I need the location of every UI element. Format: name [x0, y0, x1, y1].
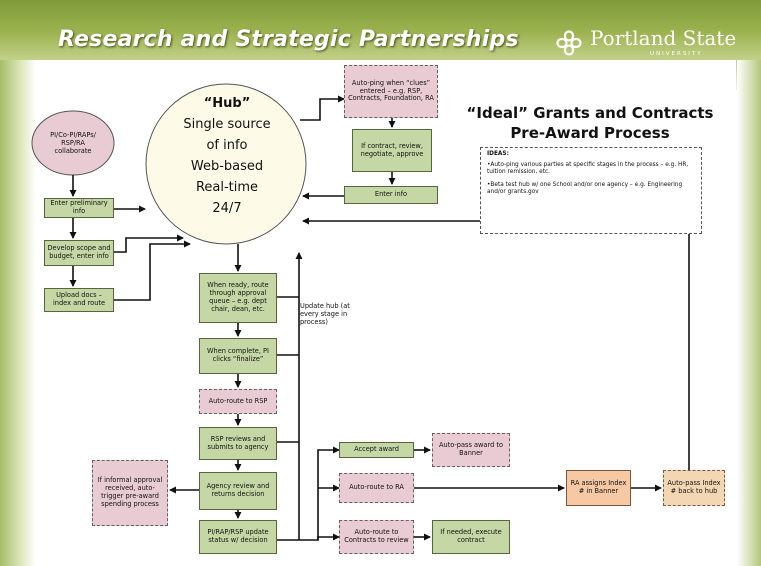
- node-auto-route-contracts: Auto-route to Contracts to review: [339, 520, 414, 554]
- node-update-status: PI/RAP/RSP update status w/ decision: [199, 520, 277, 554]
- node-informal-approval: If informal approval received, auto-trig…: [92, 460, 168, 526]
- process-title: “Ideal” Grants and Contracts Pre-Award P…: [440, 103, 740, 143]
- node-enter-preliminary-info: Enter preliminary info: [44, 198, 114, 218]
- hub-circle: [145, 83, 307, 245]
- node-when-ready: When ready, route through approval queue…: [199, 273, 277, 323]
- node-upload-docs: Upload docs – index and route: [44, 288, 114, 312]
- logo-subtitle: UNIVERSITY: [650, 51, 703, 57]
- node-accept-award: Accept award: [339, 442, 414, 458]
- node-ra-assigns: RA assigns Index # in Banner: [566, 470, 631, 506]
- hub-text: “Hub” Single source of info Web-based Re…: [152, 90, 302, 216]
- node-auto-ping: Auto-ping when “clues” entered – e.g. RS…: [344, 65, 438, 118]
- node-when-complete: When complete, PI clicks “finalize”: [199, 338, 277, 374]
- node-agency-review: Agency review and returns decision: [199, 472, 277, 510]
- ideas-item: •Auto-ping various parties at specific s…: [487, 162, 689, 176]
- node-auto-route-rsp: Auto-route to RSP: [199, 389, 277, 414]
- left-border: [0, 60, 36, 566]
- node-if-needed: If needed, execute contract: [432, 520, 510, 554]
- node-develop-scope: Develop scope and budget, enter info: [44, 240, 114, 266]
- node-auto-route-ra: Auto-route to RA: [339, 473, 414, 503]
- psu-logo-icon: [556, 30, 582, 56]
- hub-line: of info: [206, 138, 248, 153]
- hub-line: Single source: [183, 117, 271, 132]
- ideas-box: IDEAS: •Auto-ping various parties at spe…: [480, 147, 702, 234]
- hub-line: Real-time: [195, 180, 259, 195]
- node-collaborate: PI/Co-PI/RAPs/ RSP/RA collaborate: [50, 131, 96, 155]
- slide-title: Research and Strategic Partnerships: [58, 27, 519, 52]
- hub-line: 24/7: [212, 201, 242, 216]
- logo-wordmark: Portland State: [590, 26, 737, 50]
- process-title-line: “Ideal” Grants and Contracts: [466, 104, 714, 122]
- node-rsp-reviews: RSP reviews and submits to agency: [199, 427, 277, 460]
- ideas-item: •Beta test hub w/ one School and/or one …: [487, 181, 683, 195]
- hub-title: “Hub”: [203, 96, 251, 111]
- node-enter-info: Enter info: [344, 186, 438, 204]
- process-title-line: Pre-Award Process: [510, 124, 670, 142]
- ideas-heading: IDEAS:: [487, 151, 509, 157]
- node-auto-pass-index: Auto-pass Index # back to hub: [663, 470, 725, 506]
- node-if-contract: If contract, review, negotiate, approve: [352, 129, 432, 172]
- right-border: [737, 60, 761, 566]
- update-hub-label: Update hub (at every stage in process): [300, 302, 350, 327]
- hub-line: Web-based: [190, 159, 264, 174]
- node-auto-pass-banner: Auto-pass award to Banner: [432, 433, 510, 467]
